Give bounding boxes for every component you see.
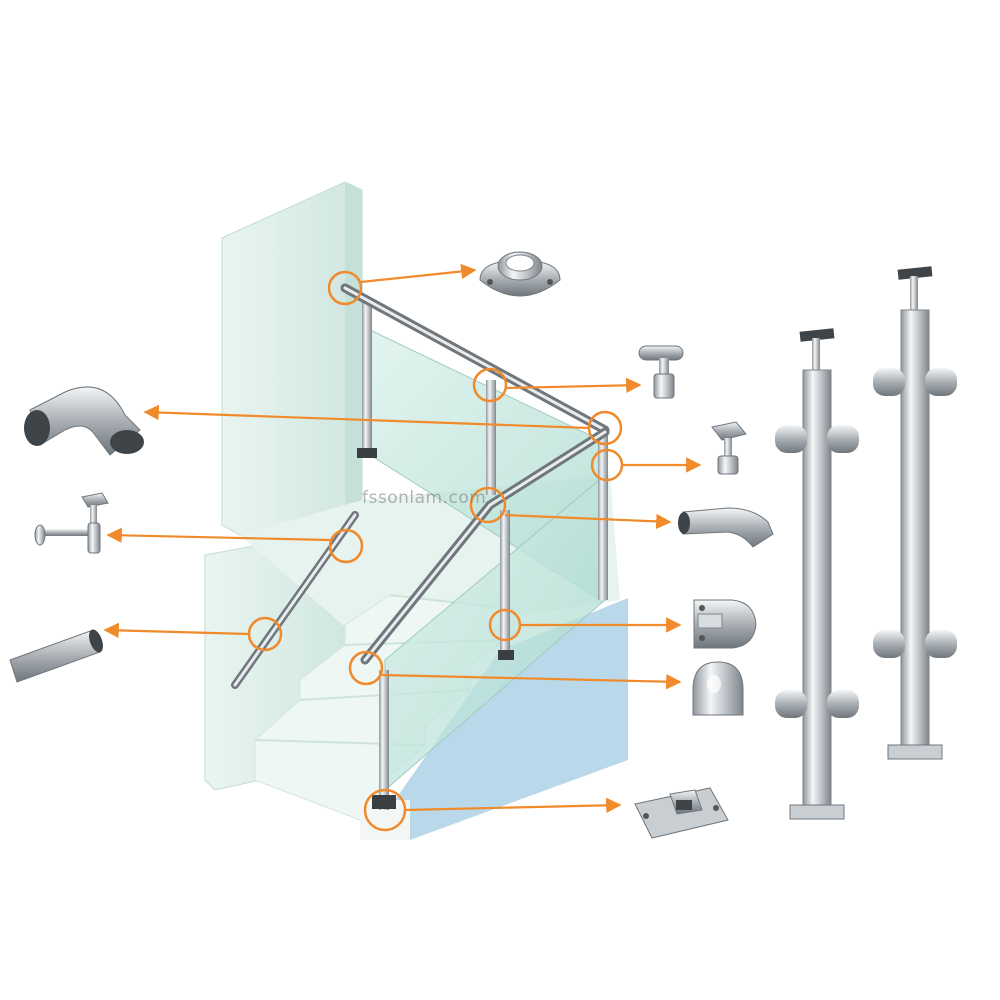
post — [598, 430, 608, 600]
callout-arrows — [103, 263, 702, 814]
callout-circles — [247, 270, 624, 832]
callout-circle — [328, 528, 364, 564]
callout-circle — [327, 270, 363, 306]
arrow-elbow-135 — [504, 513, 672, 530]
stair-side-block — [395, 598, 628, 840]
square-post-short-icon — [775, 328, 859, 820]
arrow-wall-flange — [360, 263, 477, 284]
arrow-wall-bracket — [106, 527, 331, 544]
posts — [357, 300, 608, 810]
arrow-base-plate — [404, 797, 622, 814]
post — [500, 510, 510, 660]
post — [362, 300, 372, 455]
wall-bracket-icon — [34, 492, 109, 554]
end-cap-icon — [692, 661, 744, 716]
wall-flange-icon — [479, 251, 561, 297]
base-plate-icon — [634, 787, 729, 839]
post-base — [372, 795, 396, 809]
arrow-round-tube — [103, 622, 250, 639]
arrow-saddle — [505, 377, 642, 394]
watermark: fssonlam.com — [362, 488, 487, 508]
saddle-support-icon — [638, 345, 684, 399]
stair-front-face — [360, 800, 410, 840]
post — [486, 380, 496, 495]
callout-circle — [469, 486, 507, 524]
adjustable-saddle-icon — [711, 421, 747, 475]
elbow-90-icon — [24, 386, 144, 456]
glass-clamp-icon — [693, 599, 757, 649]
round-tube-icon — [9, 629, 103, 683]
callout-circle — [348, 650, 384, 686]
elbow-135-icon — [678, 507, 774, 548]
post-base — [357, 448, 377, 458]
callout-circle — [472, 367, 508, 403]
post — [379, 670, 389, 810]
handrails — [231, 283, 610, 689]
arrow-elbow-90 — [143, 404, 590, 430]
upper-wall-side — [345, 182, 362, 515]
square-post-tall-icon — [873, 266, 957, 760]
arrow-end-cap — [381, 673, 682, 690]
post-base — [498, 650, 514, 660]
upper-wall — [221, 181, 363, 536]
